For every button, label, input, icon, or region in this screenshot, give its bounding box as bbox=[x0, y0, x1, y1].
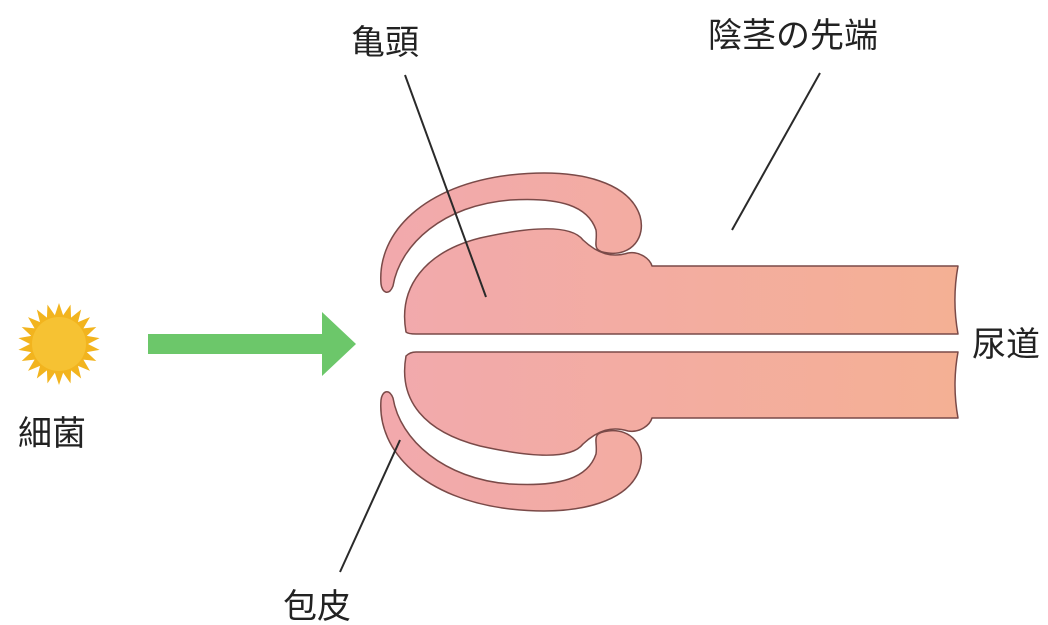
glans-label: 亀頭 bbox=[351, 23, 419, 63]
bacteria-core bbox=[32, 317, 86, 371]
foreskin-leader-line bbox=[339, 439, 401, 573]
foreskin-lower bbox=[380, 391, 643, 512]
glans-shaft-lower bbox=[403, 351, 959, 456]
foreskin-label: 包皮 bbox=[283, 587, 351, 625]
glans-leader-line bbox=[404, 74, 487, 298]
penis-tip-label: 陰茎の先端 bbox=[708, 16, 878, 56]
bacteria-label: 細菌 bbox=[18, 414, 86, 454]
urethra-label: 尿道 bbox=[972, 325, 1040, 365]
glans-shaft-upper bbox=[404, 228, 959, 335]
penis-tip-leader-line bbox=[731, 72, 821, 231]
bacteria-icon bbox=[18, 303, 100, 385]
right-arrow-icon bbox=[148, 312, 356, 376]
